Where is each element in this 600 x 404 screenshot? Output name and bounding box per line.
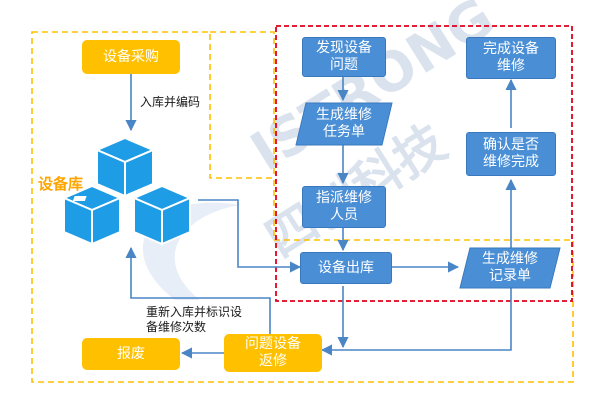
- assign-node: 指派维修 人员: [302, 186, 386, 228]
- outbound-label: 设备出库: [318, 259, 374, 276]
- discover-node: 发现设备 问题: [302, 37, 386, 77]
- purchase-label: 设备采购: [103, 48, 159, 65]
- assign-label: 指派维修 人员: [316, 190, 372, 223]
- record-node: 生成维修 记录单: [462, 248, 558, 288]
- complete-label: 完成设备 维修: [483, 41, 539, 74]
- scrap-label: 报废: [117, 345, 145, 362]
- record-label: 生成维修 记录单: [482, 251, 538, 284]
- scrap-node: 报废: [82, 338, 180, 370]
- purchase-node: 设备采购: [82, 40, 180, 74]
- task-node: 生成维修 任务单: [300, 103, 388, 145]
- restock-label: 重新入库并标识设 备维修次数: [146, 305, 243, 334]
- return-node: 问题设备 返修: [224, 334, 322, 372]
- inbound-label: 入库并编码: [140, 95, 201, 109]
- warehouse-zone-border: [31, 31, 574, 383]
- confirm-node: 确认是否 维修完成: [466, 132, 556, 176]
- warehouse-label: 设备库: [38, 175, 84, 193]
- warehouse-cubes-icon: [2, 136, 193, 246]
- return-label: 问题设备 返修: [245, 336, 301, 369]
- discover-label: 发现设备 问题: [316, 40, 372, 73]
- repair-zone-border: [275, 25, 573, 302]
- complete-node: 完成设备 维修: [466, 37, 556, 79]
- outbound-node: 设备出库: [300, 252, 392, 284]
- confirm-label: 确认是否 维修完成: [483, 137, 539, 170]
- task-label: 生成维修 任务单: [316, 107, 372, 140]
